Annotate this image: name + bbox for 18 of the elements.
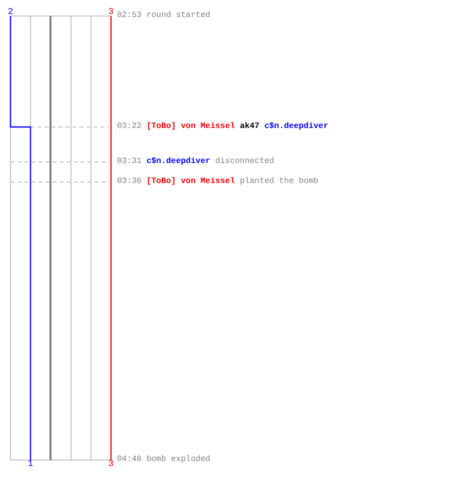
timestamp: 03:31 <box>117 157 142 167</box>
timestamp: 04:48 <box>117 455 142 465</box>
event-text: round started <box>146 11 210 21</box>
player-count: 1 <box>28 460 34 468</box>
player-name: [ToBo] von Meissel <box>146 122 235 132</box>
event-text: disconnected <box>215 157 274 167</box>
player-name: [ToBo] von Meissel <box>146 177 235 187</box>
player-name: c$n.deepdiver <box>146 157 210 167</box>
player-count: 3 <box>108 8 114 16</box>
timestamp: 02:53 <box>117 11 142 21</box>
timestamp: 03:22 <box>117 122 142 132</box>
weapon-name: ak47 <box>240 122 260 132</box>
event-text: planted the bomb <box>240 177 318 187</box>
timestamp: 03:36 <box>117 177 142 187</box>
player-count: 2 <box>8 8 14 16</box>
event-text: bomb exploded <box>146 455 210 465</box>
player-count: 3 <box>108 460 114 468</box>
player-name: c$n.deepdiver <box>264 122 328 132</box>
